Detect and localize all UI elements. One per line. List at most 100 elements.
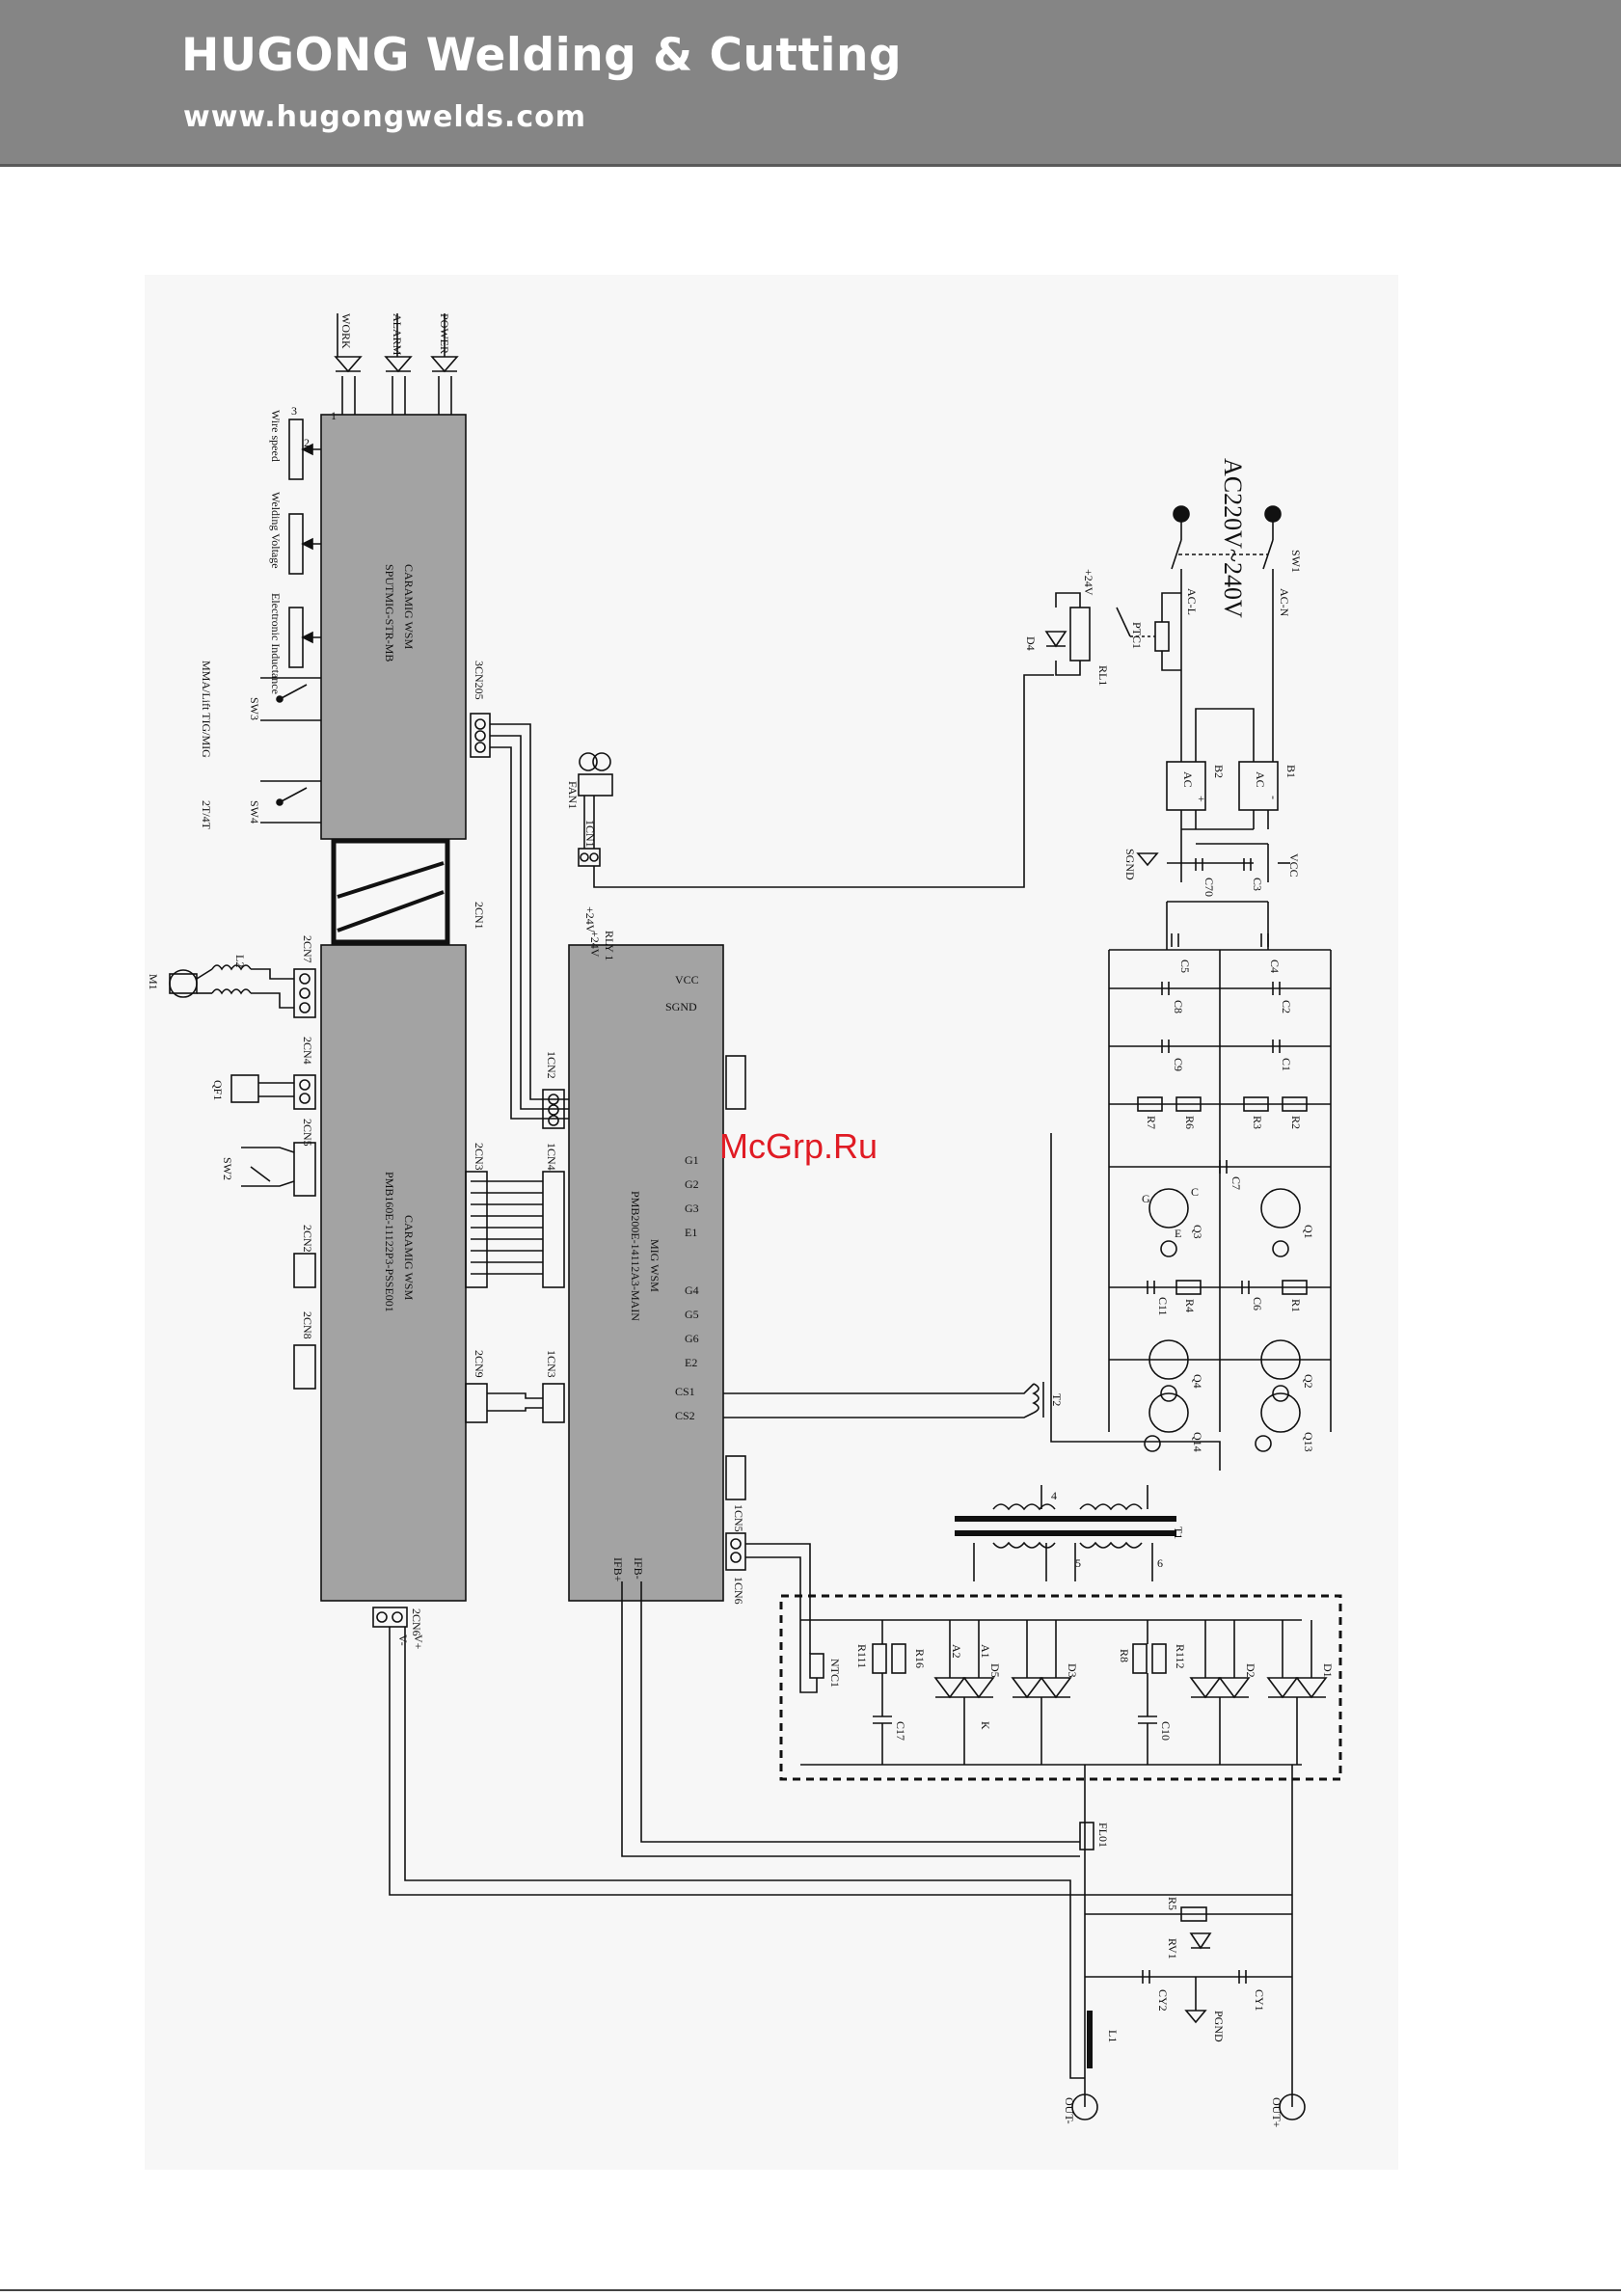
pot-inductance: Electronic Inductance bbox=[269, 593, 283, 694]
inrush-relay bbox=[1044, 592, 1181, 676]
igbt-transistors bbox=[1144, 1188, 1301, 1452]
1cn6-label: 1CN6 bbox=[732, 1577, 745, 1605]
bridge-b2-label: B2 bbox=[1212, 765, 1226, 778]
motor-inductor-label: L2 bbox=[233, 955, 247, 967]
terminal-out-plus: OUT+ bbox=[1270, 2097, 1283, 2128]
page-header: HUGONG Welding & Cutting www.hugongwelds… bbox=[0, 0, 1621, 167]
pin-g2: G2 bbox=[685, 1177, 699, 1191]
pin-ifb-plus: IFB+ bbox=[611, 1557, 625, 1582]
cap-cy1: CY1 bbox=[1253, 1989, 1266, 2012]
res-r3: R3 bbox=[1251, 1116, 1264, 1129]
main-transformer bbox=[955, 1485, 1176, 1581]
pot-wire-speed: Wire speed bbox=[269, 410, 283, 462]
1cn2-label: 1CN2 bbox=[545, 1051, 558, 1079]
cap-cy2: CY2 bbox=[1156, 1989, 1170, 2012]
bridge-pin-plus: + bbox=[1195, 796, 1208, 802]
cn9-label: 2CN9 bbox=[473, 1350, 486, 1378]
thermal-switch bbox=[230, 1074, 294, 1103]
pin-g1: G1 bbox=[685, 1153, 699, 1167]
res-r1: R1 bbox=[1289, 1299, 1303, 1312]
res-r7: R7 bbox=[1145, 1116, 1158, 1129]
cap-c11: C11 bbox=[1156, 1297, 1170, 1316]
diode-pin-a1: A1 bbox=[979, 1644, 992, 1659]
sw4-label: SW4 bbox=[248, 800, 261, 824]
sw2-switch bbox=[241, 1147, 295, 1187]
board-top-name: CARAMIG WSM bbox=[402, 564, 416, 649]
ribbon-cable bbox=[331, 838, 450, 945]
res-r4: R4 bbox=[1183, 1299, 1197, 1312]
main-board bbox=[568, 944, 724, 1602]
cap-c7: C7 bbox=[1229, 1176, 1243, 1190]
cap-c9: C9 bbox=[1172, 1058, 1185, 1071]
pin-number-1: 1 bbox=[331, 409, 337, 422]
motor-label: M1 bbox=[147, 974, 160, 990]
sw4-function: 2T/4T bbox=[200, 800, 213, 830]
pin-cs2: CS2 bbox=[675, 1409, 695, 1422]
pin-e1: E1 bbox=[685, 1226, 697, 1239]
board-top-connector: 3CN205 bbox=[473, 661, 486, 700]
res-r16: R16 bbox=[913, 1649, 927, 1668]
dc-bus bbox=[1108, 901, 1332, 1432]
cap-c8: C8 bbox=[1172, 1000, 1185, 1013]
pin-cs1: CS1 bbox=[675, 1385, 695, 1398]
cn8-label: 2CN8 bbox=[301, 1311, 314, 1339]
bridge-b1-label: B1 bbox=[1284, 765, 1298, 778]
led-work-label: WORK bbox=[339, 313, 353, 349]
pin-number-6: 6 bbox=[1157, 1556, 1163, 1570]
cap-c6: C6 bbox=[1251, 1297, 1264, 1310]
brand-title: HUGONG Welding & Cutting bbox=[181, 29, 903, 82]
1cn5-label: 1CN5 bbox=[732, 1504, 745, 1532]
sw2-label: SW2 bbox=[221, 1157, 234, 1180]
res-r2: R2 bbox=[1289, 1116, 1303, 1129]
rly-label: RLY 1 bbox=[603, 931, 616, 960]
igbt-q1: Q1 bbox=[1302, 1225, 1315, 1239]
ac-l-label: AC-L bbox=[1185, 588, 1199, 615]
fan-24v-label: +24V bbox=[583, 906, 597, 933]
1cn3-label: 1CN3 bbox=[545, 1350, 558, 1378]
igbt-q3: Q3 bbox=[1191, 1225, 1204, 1239]
pin-sgnd: SGND bbox=[665, 1000, 697, 1013]
cap-c10: C10 bbox=[1159, 1721, 1173, 1741]
thermal-label: QF1 bbox=[211, 1080, 225, 1100]
terminal-out-minus: OUT- bbox=[1063, 2097, 1076, 2124]
sw3-function: MMA/Lift TIG/MIG bbox=[200, 661, 213, 758]
pin-ifb-minus: IFB- bbox=[632, 1557, 645, 1580]
control-board bbox=[320, 944, 467, 1602]
diode-d5: D5 bbox=[988, 1663, 1002, 1678]
igbt-pin-e: E bbox=[1175, 1227, 1181, 1240]
cap-c1: C1 bbox=[1280, 1058, 1293, 1071]
ct-label: T2 bbox=[1050, 1393, 1064, 1406]
shunt-label: FL01 bbox=[1096, 1823, 1110, 1848]
cn3-label: 2CN3 bbox=[473, 1143, 486, 1171]
relay-24v-label: +24V bbox=[1082, 569, 1095, 596]
igbt-pin-g: G bbox=[1142, 1192, 1150, 1205]
igbt-q2: Q2 bbox=[1302, 1374, 1315, 1389]
cn2-label: 2CN2 bbox=[301, 1225, 314, 1253]
pot-welding-voltage: Welding Voltage bbox=[269, 492, 283, 569]
ribbon-2cn3-1cn4 bbox=[465, 1171, 543, 1288]
board-control-name: CARAMIG WSM bbox=[402, 1215, 416, 1300]
res-r5: R5 bbox=[1166, 1897, 1179, 1910]
inductor-l1: L1 bbox=[1106, 2030, 1120, 2042]
cap-c70: C70 bbox=[1202, 878, 1216, 897]
board-top-part: SPUTMIG-STR-MB bbox=[383, 564, 396, 662]
sw1-label: SW1 bbox=[1289, 550, 1303, 573]
bridge-pin-minus: - bbox=[1267, 796, 1281, 799]
sgnd-label: SGND bbox=[1123, 849, 1137, 880]
pin-number-4: 4 bbox=[1051, 1489, 1057, 1502]
ac-n-label: AC-N bbox=[1278, 588, 1291, 617]
diode-d1: D1 bbox=[1321, 1663, 1335, 1678]
res-r6: R6 bbox=[1183, 1116, 1197, 1129]
main-24v-label: +24V bbox=[588, 931, 602, 958]
top-control-board bbox=[320, 414, 467, 840]
pin-number-3: 3 bbox=[291, 404, 297, 418]
cn4-label: 2CN4 bbox=[301, 1037, 314, 1065]
ntc-label: NTC1 bbox=[828, 1659, 842, 1688]
control-board-connectors bbox=[293, 968, 408, 1628]
cap-c4: C4 bbox=[1268, 959, 1282, 973]
cap-c5: C5 bbox=[1178, 959, 1192, 973]
pin-vcc: VCC bbox=[675, 973, 699, 986]
output-stage bbox=[389, 1581, 1306, 2120]
cn6-label: 2CN6 bbox=[410, 1608, 423, 1636]
website-url[interactable]: www.hugongwelds.com bbox=[183, 100, 586, 134]
